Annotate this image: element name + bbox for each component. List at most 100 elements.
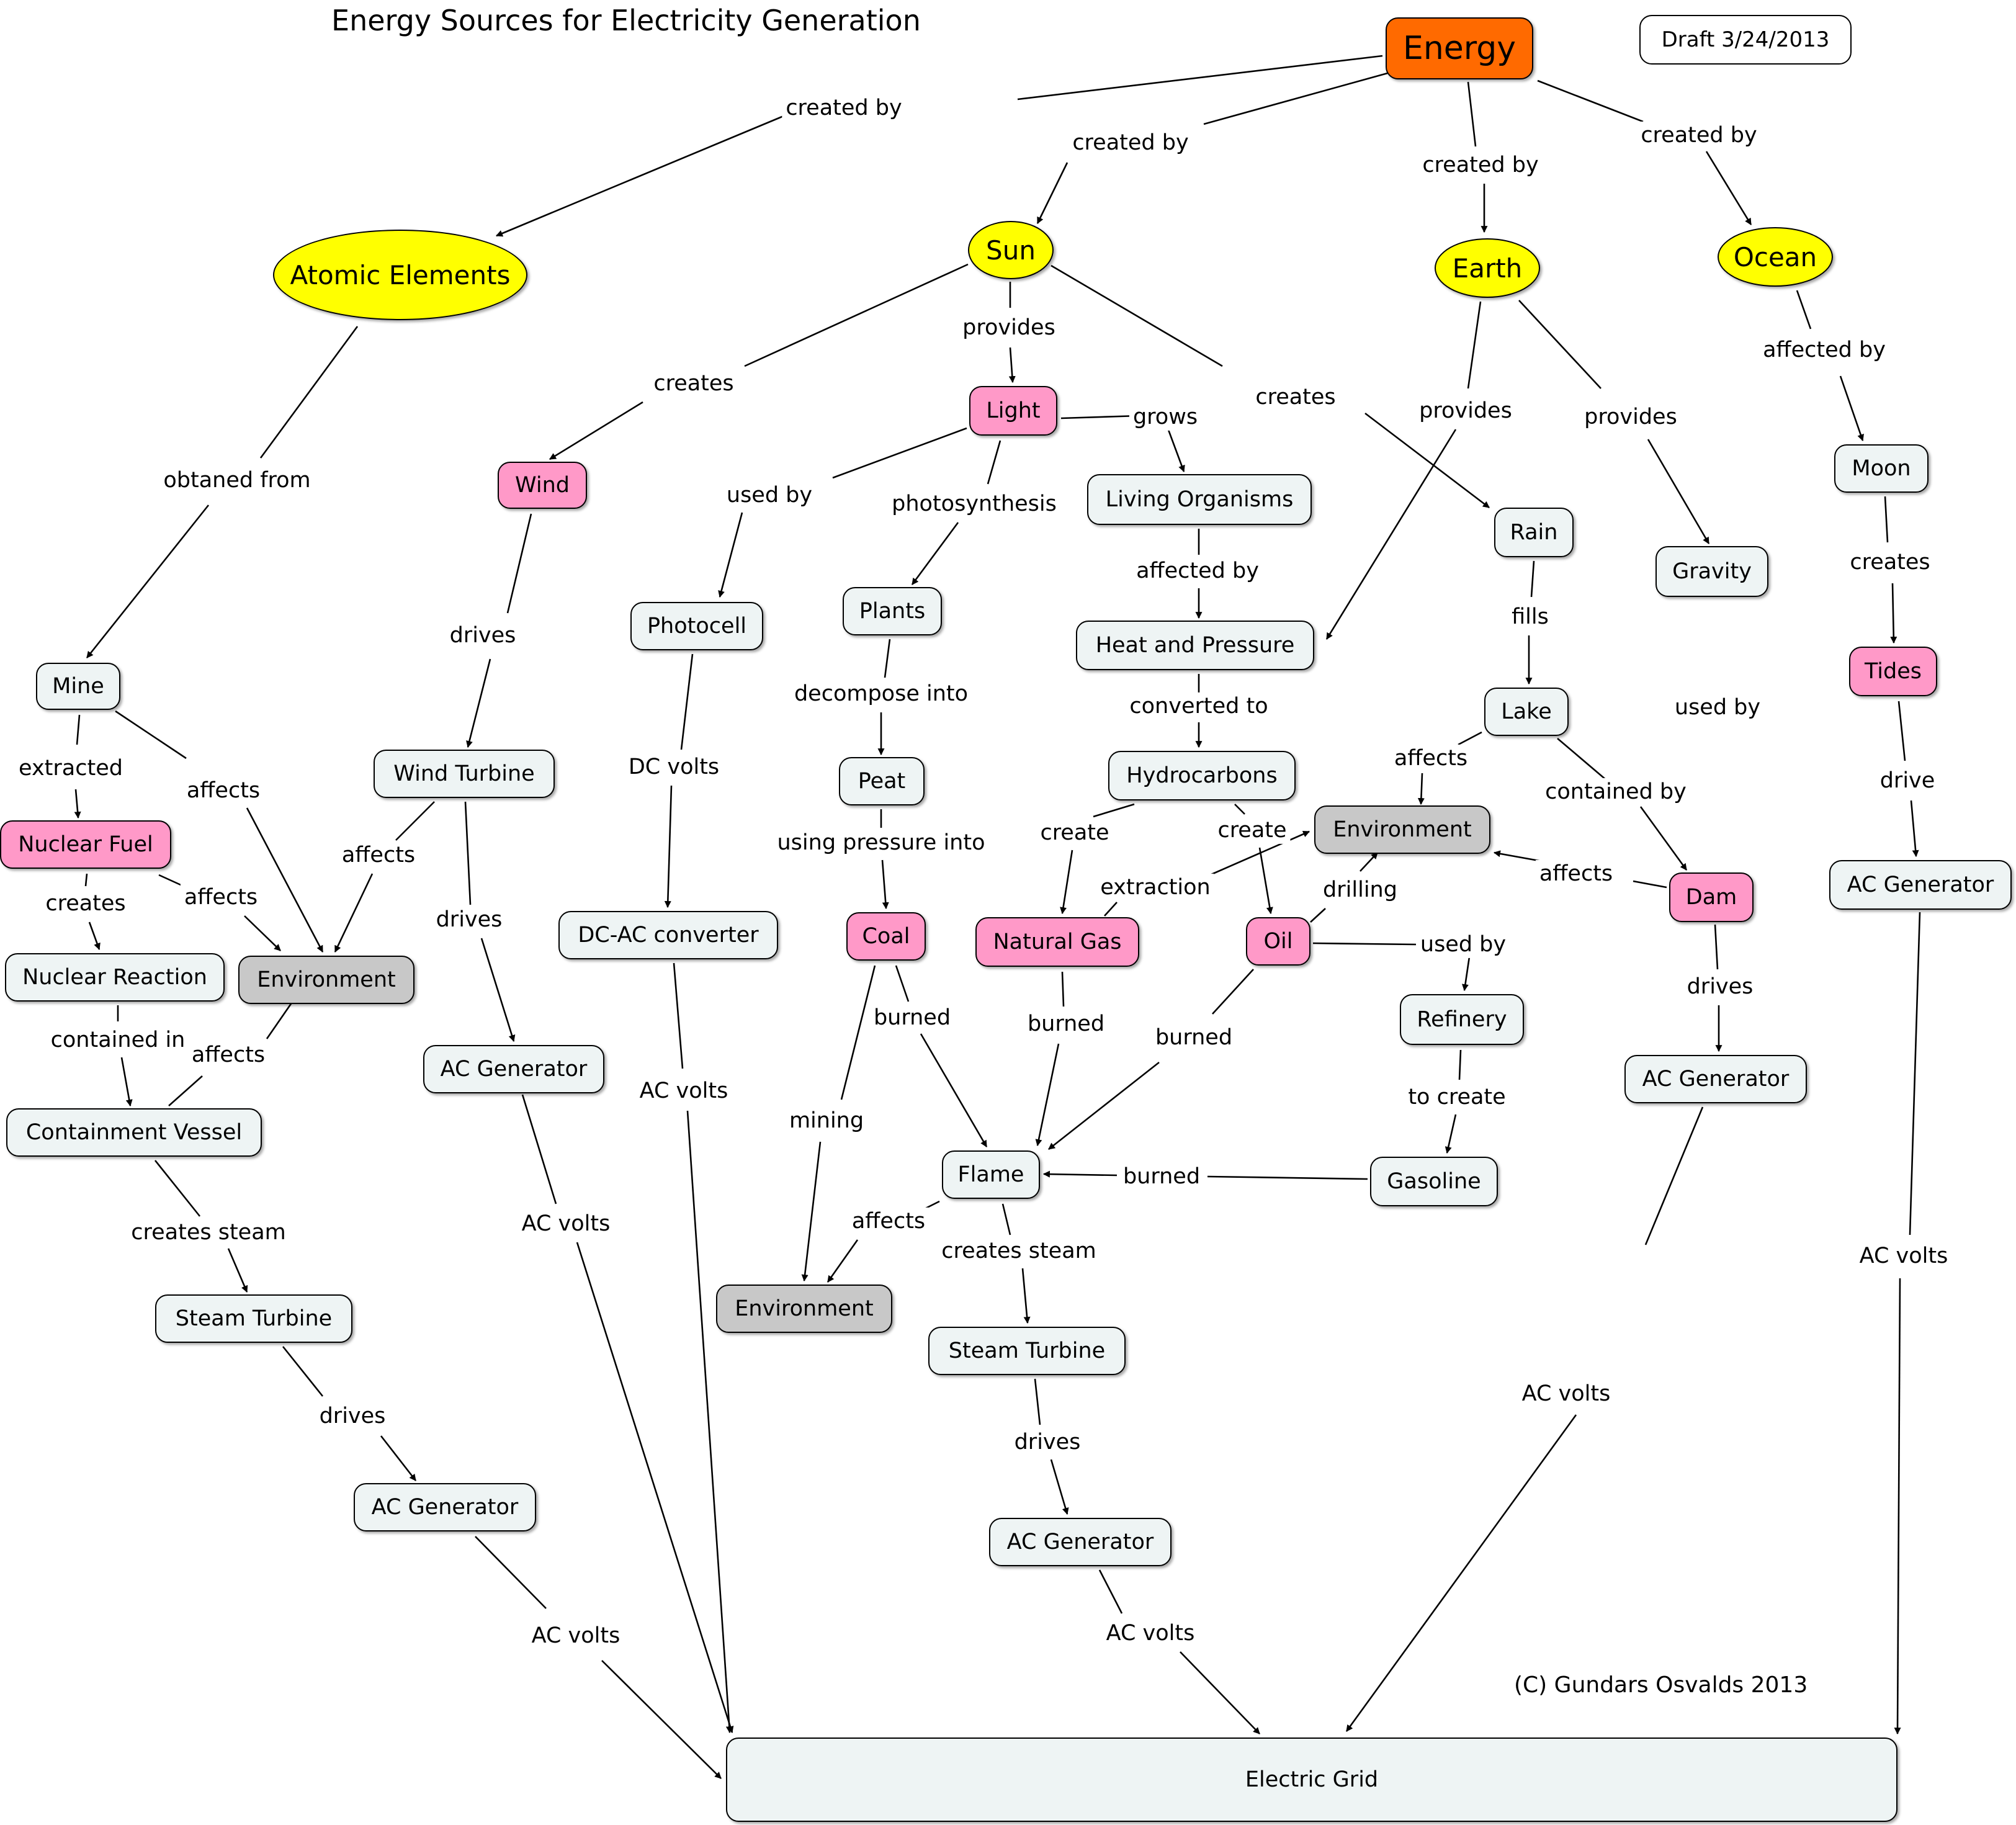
link-label: drive	[1876, 766, 1939, 795]
link-label: AC volts	[1102, 1619, 1199, 1648]
node-heat-and-pressure[interactable]: Heat and Pressure	[1076, 621, 1314, 670]
node-environment-2[interactable]: Environment	[1314, 805, 1490, 854]
node-living-organisms[interactable]: Living Organisms	[1087, 474, 1312, 525]
node-dc-ac-converter[interactable]: DC-AC converter	[558, 911, 778, 959]
connector-arrow	[1639, 806, 1688, 871]
copyright-credit: (C) Gundars Osvalds 2013	[1514, 1672, 1808, 1698]
node-environment-1[interactable]: Environment	[238, 956, 414, 1004]
node-containment-vessel[interactable]: Containment Vessel	[6, 1108, 262, 1157]
connector-line	[1104, 902, 1118, 917]
node-refinery[interactable]: Refinery	[1400, 994, 1524, 1045]
connector-line	[259, 326, 359, 459]
node-nuclear-reaction[interactable]: Nuclear Reaction	[5, 953, 225, 1002]
node-natural-gas[interactable]: Natural Gas	[975, 917, 1139, 967]
link-label: created by	[1068, 128, 1193, 157]
connector-arrow	[1180, 1651, 1260, 1734]
connector-line	[1234, 804, 1245, 815]
node-ac-generator-2[interactable]: AC Generator	[423, 1045, 604, 1093]
connector-arrow	[1209, 830, 1310, 876]
link-label: affected by	[1132, 557, 1263, 585]
node-environment-3[interactable]: Environment	[716, 1285, 892, 1333]
node-ac-generator-4[interactable]: AC Generator	[1624, 1055, 1807, 1103]
connector-arrow	[1445, 1114, 1457, 1154]
link-label: contained by	[1541, 778, 1690, 806]
node-energy[interactable]: Energy	[1386, 17, 1533, 79]
connector-line	[464, 801, 472, 905]
connector-arrow	[1360, 852, 1378, 872]
node-plants[interactable]: Plants	[843, 587, 942, 635]
node-mine[interactable]: Mine	[36, 663, 120, 710]
node-gasoline[interactable]: Gasoline	[1370, 1157, 1498, 1206]
node-lake[interactable]: Lake	[1484, 688, 1569, 736]
connector-arrow	[1021, 1268, 1031, 1324]
link-label: create	[1214, 816, 1291, 845]
node-peat[interactable]: Peat	[839, 757, 925, 805]
link-label: affects	[1390, 744, 1472, 773]
node-nuclear-fuel[interactable]: Nuclear Fuel	[0, 820, 171, 869]
node-tides[interactable]: Tides	[1849, 647, 1937, 696]
link-label: creates steam	[938, 1237, 1100, 1265]
node-ac-generator-1[interactable]: AC Generator	[354, 1483, 536, 1531]
node-hydrocarbons[interactable]: Hydrocarbons	[1108, 751, 1296, 800]
node-moon[interactable]: Moon	[1834, 444, 1929, 493]
link-label: provides	[1415, 397, 1516, 425]
link-label: provides	[1580, 403, 1681, 431]
connector-line	[282, 1346, 324, 1397]
link-label: extraction	[1096, 873, 1214, 902]
connector-arrow	[86, 504, 210, 658]
node-gravity[interactable]: Gravity	[1655, 546, 1768, 597]
node-coal[interactable]: Coal	[846, 912, 926, 961]
link-label: extracted	[15, 754, 127, 782]
connector-line	[1310, 908, 1326, 923]
connector-line	[154, 1160, 201, 1217]
connector-arrow	[1890, 583, 1897, 644]
connector-arrow	[881, 859, 889, 910]
connector-line	[1467, 81, 1477, 147]
node-ocean[interactable]: Ocean	[1718, 227, 1833, 287]
connector-arrow	[1060, 850, 1073, 915]
node-steam-turbine-2[interactable]: Steam Turbine	[928, 1327, 1126, 1375]
connector-line	[76, 714, 81, 745]
connector-line	[744, 263, 969, 367]
node-ac-generator-3[interactable]: AC Generator	[989, 1518, 1172, 1566]
node-rain[interactable]: Rain	[1494, 508, 1574, 557]
connector-line	[832, 427, 967, 479]
connector-arrow	[1050, 1459, 1069, 1515]
link-label: drives	[446, 621, 520, 650]
connector-arrow	[549, 401, 643, 460]
link-label: drives	[432, 905, 506, 934]
connector-arrow	[246, 807, 324, 953]
connector-arrow	[244, 915, 281, 951]
node-atomic-elements[interactable]: Atomic Elements	[273, 230, 527, 320]
node-electric-grid[interactable]: Electric Grid	[726, 1738, 1897, 1822]
link-label: created by	[1418, 151, 1543, 179]
connector-arrow	[1042, 1170, 1118, 1178]
connector-arrow	[1894, 1278, 1901, 1735]
node-light[interactable]: Light	[969, 386, 1057, 436]
connector-line	[1001, 1203, 1011, 1235]
link-label: AC volts	[1518, 1379, 1615, 1408]
connector-arrow	[1839, 375, 1864, 442]
node-photocell[interactable]: Photocell	[630, 602, 763, 650]
connector-line	[1530, 560, 1535, 598]
connector-line	[1897, 701, 1906, 761]
connector-arrow	[601, 1660, 722, 1779]
node-earth[interactable]: Earth	[1435, 238, 1540, 298]
connector-line	[1644, 1106, 1704, 1245]
node-dam[interactable]: Dam	[1669, 872, 1754, 922]
connector-arrow	[380, 1435, 417, 1481]
connector-line	[1207, 1175, 1368, 1180]
node-ac-generator-5[interactable]: AC Generator	[1829, 860, 2012, 910]
link-label: grows	[1129, 403, 1202, 431]
node-wind-turbine[interactable]: Wind Turbine	[374, 750, 555, 798]
node-sun[interactable]: Sun	[968, 221, 1054, 279]
link-label: converted to	[1126, 692, 1272, 720]
link-label: photosynthesis	[888, 490, 1060, 518]
node-steam-turbine-1[interactable]: Steam Turbine	[155, 1294, 352, 1343]
connector-arrow	[1910, 800, 1919, 858]
link-label: affects	[338, 841, 419, 869]
node-oil[interactable]: Oil	[1246, 917, 1310, 966]
connector-line	[395, 801, 435, 841]
node-flame[interactable]: Flame	[942, 1150, 1040, 1199]
node-wind[interactable]: Wind	[498, 462, 587, 509]
